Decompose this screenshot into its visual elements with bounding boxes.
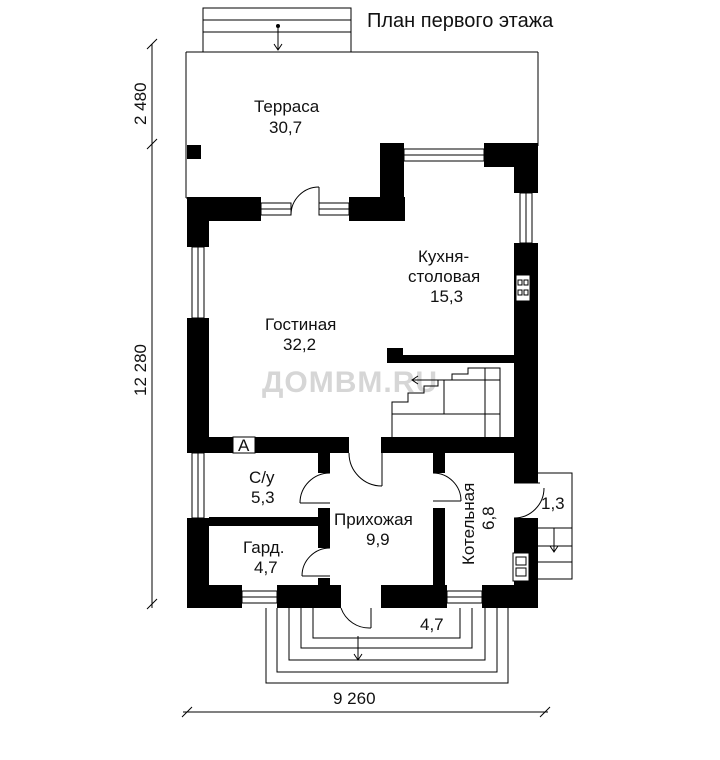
dim-total-height: 12 280 [131,344,150,396]
plan-title: План первого этажа [367,10,554,32]
room-area-wardrobe: 4,7 [254,558,278,577]
room-area-living: 32,2 [283,335,316,354]
room-name-kitchen-2: столовая [408,267,480,286]
room-name-hall: Прихожая [334,510,413,529]
front-porch [265,608,509,684]
kitchen-stove [515,274,531,302]
room-name-kitchen-1: Кухня- [418,247,469,266]
side-porch [538,472,573,580]
dim-total-width: 9 260 [333,689,376,708]
room-name-boiler: Котельная [459,483,478,565]
room-area-hall: 9,9 [366,530,390,549]
staircase [391,367,501,437]
room-name-terrace: Терраса [254,97,320,116]
svg-text:А: А [238,436,250,455]
watermark: ДОМВМ.RU [262,366,438,399]
terrace-steps [202,7,352,53]
interior-walls [187,348,538,588]
doors [290,186,545,629]
room-area-terrace: 30,7 [269,118,302,137]
room-area-kitchen: 15,3 [430,287,463,306]
boiler-unit [512,552,530,582]
room-area-wc: 5,3 [251,488,275,507]
dim-porch-width: 4,7 [420,615,444,634]
room-name-wc: С/у [249,468,275,487]
vent-mark: А [232,436,256,455]
dim-terrace-depth: 2 480 [131,82,150,125]
room-name-living: Гостиная [265,315,336,334]
windows [191,148,533,604]
terrace-outline [185,51,539,199]
dimension-lines [146,38,551,718]
room-area-boiler: 6,8 [479,506,498,530]
exterior-walls [187,143,538,608]
dim-porch-area: 1,3 [541,494,565,513]
room-name-wardrobe: Гард. [243,538,284,557]
